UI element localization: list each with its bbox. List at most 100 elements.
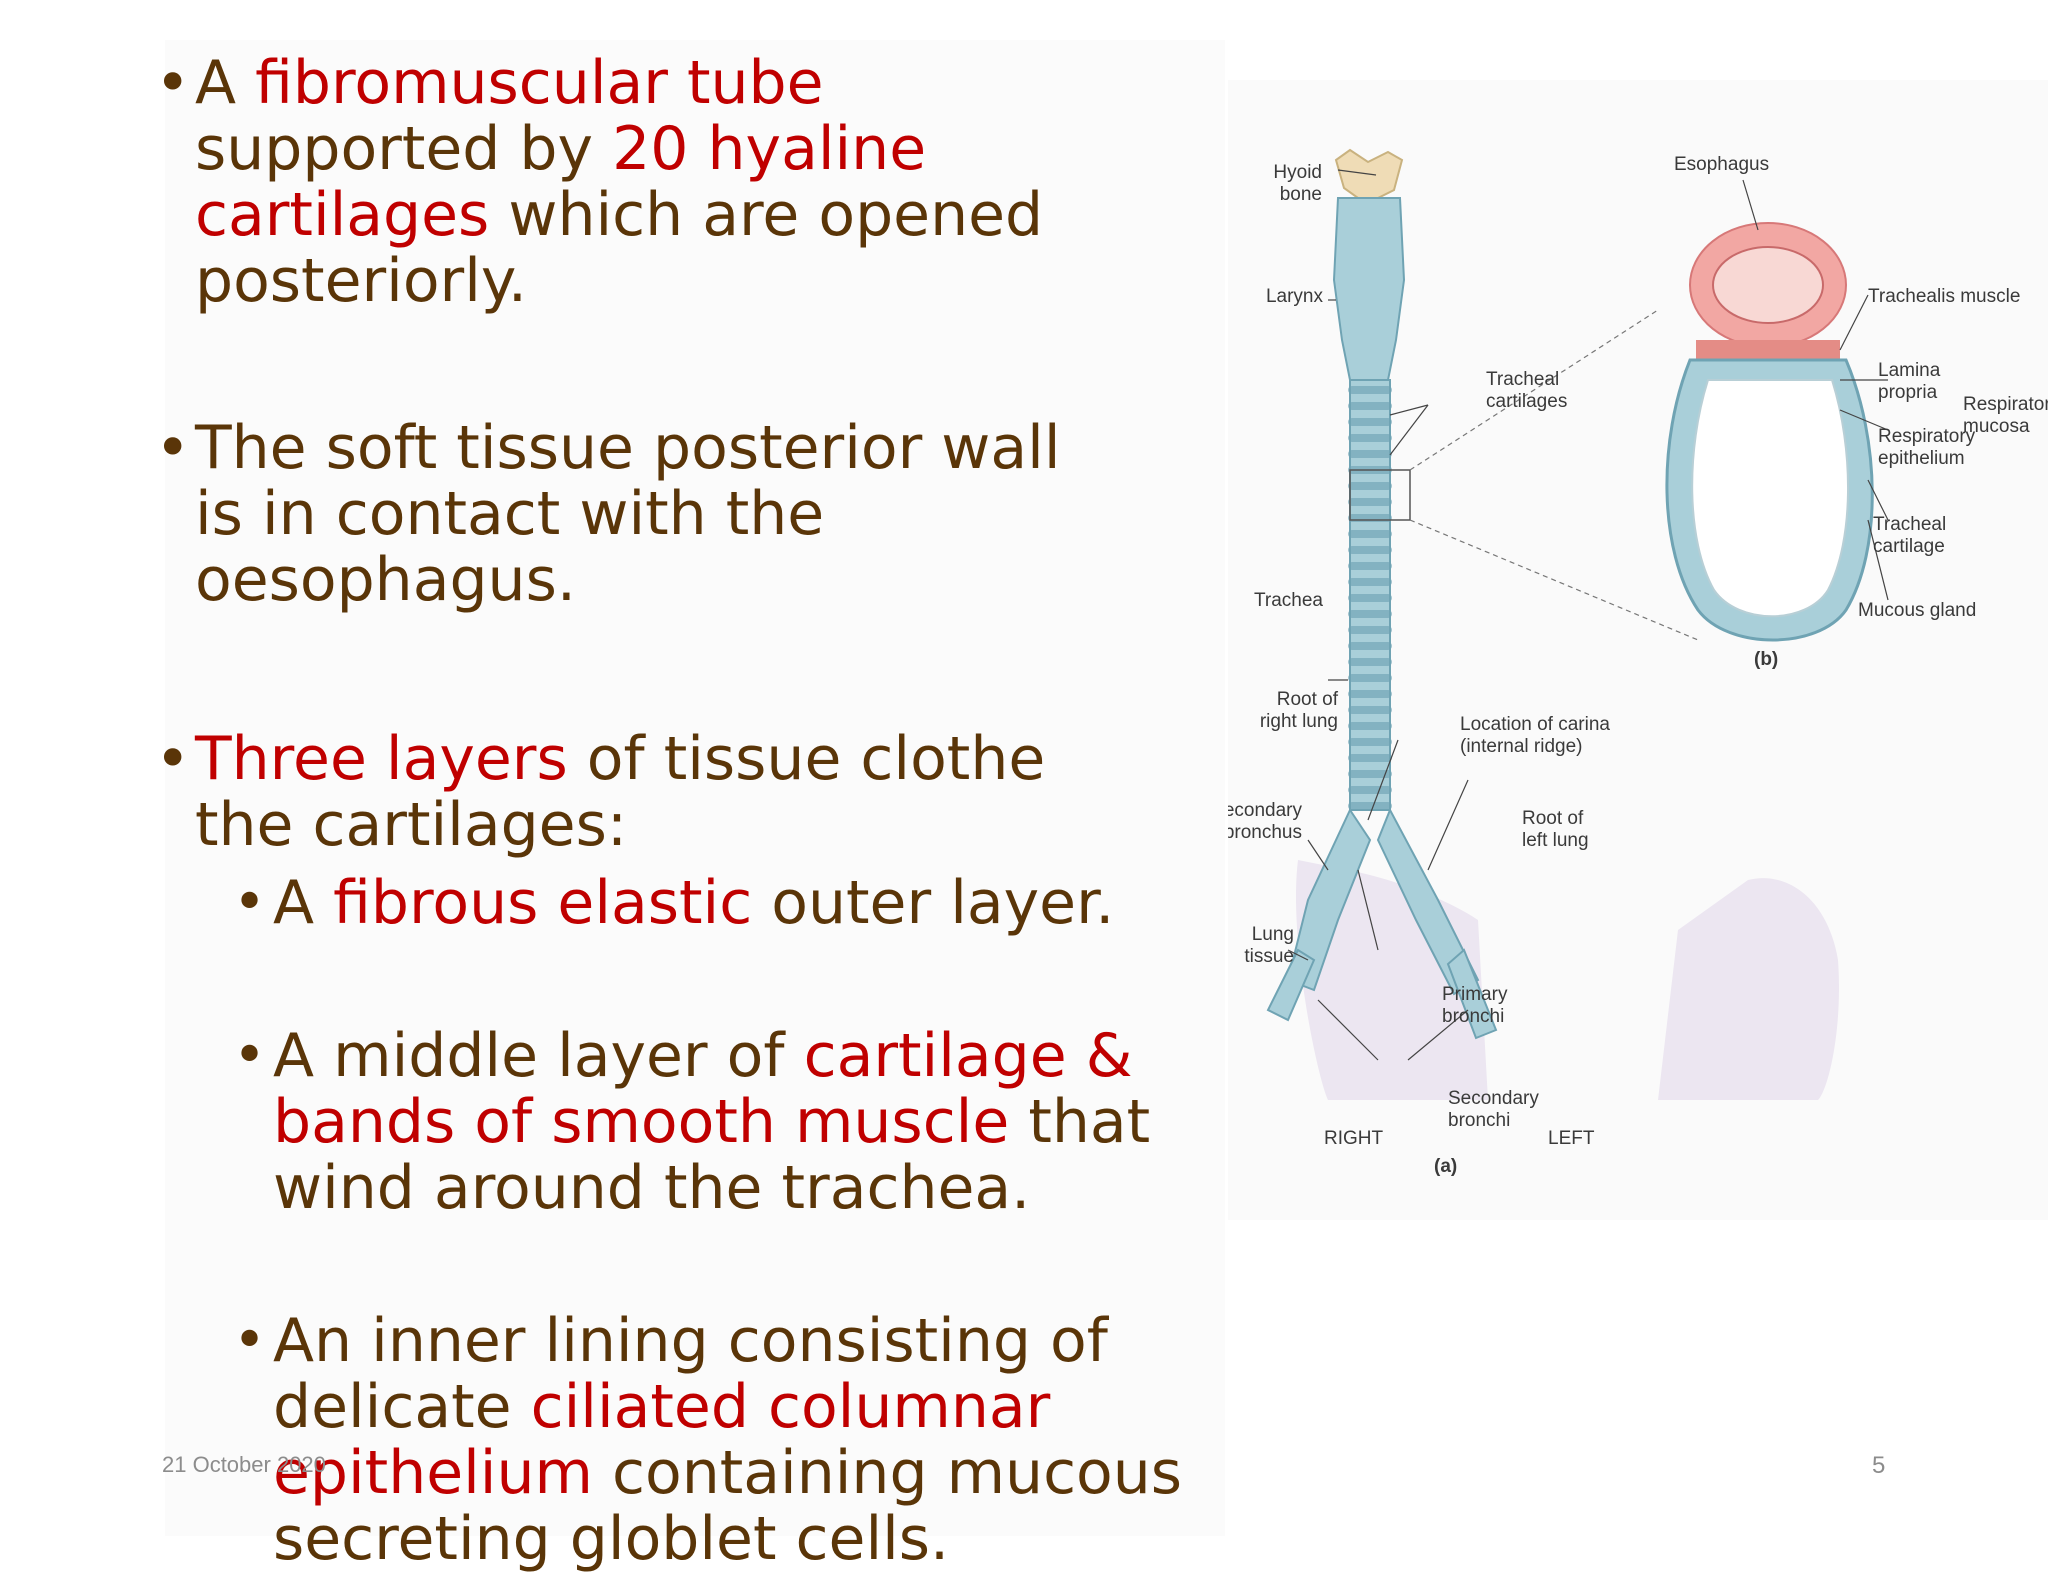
highlighted-text: cartilages [195, 180, 490, 250]
tracheal-ring [1348, 626, 1392, 634]
tracheal-ring [1348, 386, 1392, 394]
text-panel [165, 40, 1225, 1536]
bullet-dot: • [155, 48, 191, 118]
esophagus-lumen [1712, 246, 1824, 324]
tracheal-ring [1348, 690, 1392, 698]
bullet-text: wind around the trachea. [273, 1153, 1031, 1223]
bullet-text: A middle layer of [273, 1021, 804, 1091]
tracheal-ring [1348, 642, 1392, 650]
label-larynx: Larynx [1266, 286, 1324, 307]
zoom-line-bottom [1409, 519, 1699, 641]
highlighted-text: bands of smooth muscle [273, 1087, 1010, 1157]
bullet-text: that [1009, 1087, 1151, 1157]
bullet-text: of tissue clothe [567, 724, 1046, 794]
tracheal-ring [1348, 546, 1392, 554]
bullet-dot: • [233, 1308, 267, 1373]
label-left: LEFT [1548, 1128, 1595, 1149]
tracheal-ring [1348, 498, 1392, 506]
tracheal-ring [1348, 578, 1392, 586]
bullet-dot: • [155, 413, 191, 483]
highlighted-text: epithelium [273, 1438, 593, 1508]
label-trachea: Trachea [1254, 590, 1323, 611]
tracheal-ring [1348, 450, 1392, 458]
tracheal-ring [1348, 738, 1392, 746]
label-mucous-gland: Mucous gland [1858, 600, 1976, 621]
bullet-dot: • [233, 870, 267, 935]
label-esophagus: Esophagus [1674, 154, 1769, 175]
label-right: RIGHT [1324, 1128, 1384, 1149]
bullet-text: A [195, 48, 256, 118]
zoom-line-top [1409, 309, 1659, 471]
tracheal-ring [1348, 482, 1392, 490]
page-number: 5 [1872, 1452, 1886, 1479]
right-secondary-bronchus [1266, 948, 1316, 1022]
right-primary-bronchus [1286, 807, 1372, 992]
label-secondary-bronchus: Secondarybronchus [1228, 800, 1302, 843]
label-part-a: (a) [1434, 1156, 1457, 1177]
highlighted-text: cartilage & [803, 1021, 1133, 1091]
tracheal-ring [1348, 754, 1392, 762]
tracheal-ring [1348, 770, 1392, 778]
leader-lines [1287, 169, 1889, 1061]
bullet-text: oesophagus. [195, 545, 576, 615]
bullet-text: supported by [195, 114, 613, 184]
larynx-shape [1332, 197, 1406, 381]
tracheal-ring [1348, 610, 1392, 618]
bullet-text: A [273, 868, 334, 938]
highlighted-text: 20 hyaline [612, 114, 927, 184]
highlighted-text: ciliated columnar [530, 1372, 1051, 1442]
tracheal-ring [1348, 722, 1392, 730]
tracheal-ring [1348, 562, 1392, 570]
highlighted-text: fibrous elastic [333, 868, 753, 938]
bullet-text: the cartilages: [195, 790, 628, 860]
bullet-text: is in contact with the [195, 479, 825, 549]
tracheal-ring [1348, 594, 1392, 602]
bullet-dot: • [155, 724, 191, 794]
bullet-text: secreting globlet cells. [273, 1504, 950, 1574]
tracheal-ring [1348, 402, 1392, 410]
footer-date: 21 October 2020 [162, 1452, 326, 1477]
left-lung-tissue [1658, 878, 1839, 1100]
bullet-text: outer layer. [752, 868, 1115, 938]
tracheal-ring [1348, 530, 1392, 538]
sub-bullet-1-text: A fibrous elastic outer layer. [273, 870, 1114, 936]
left-secondary-bronchus [1446, 948, 1498, 1040]
bullet-text: which are opened [489, 180, 1044, 250]
bullet-dot: • [233, 1023, 267, 1088]
tracheal-ring [1348, 786, 1392, 794]
tracheal-ring [1348, 706, 1392, 714]
tracheal-ring [1348, 658, 1392, 666]
bullet-text: The soft tissue posterior wall [195, 413, 1061, 483]
tracheal-ring [1348, 802, 1392, 810]
highlighted-text: fibromuscular tube [255, 48, 824, 118]
tracheal-ring [1348, 674, 1392, 682]
tracheal-lumen [1691, 379, 1850, 618]
label-part-b: (b) [1754, 649, 1778, 670]
left-primary-bronchus [1376, 807, 1480, 996]
bullet-text: posteriorly. [195, 246, 527, 316]
label-location-carina: Location of carina(internal ridge) [1460, 714, 1610, 757]
highlighted-text: Three layers [195, 724, 568, 794]
bullet-text: containing mucous [592, 1438, 1183, 1508]
tracheal-ring [1348, 514, 1392, 522]
tracheal-ring [1348, 418, 1392, 426]
bullet-text: delicate [273, 1372, 531, 1442]
tracheal-ring [1348, 434, 1392, 442]
